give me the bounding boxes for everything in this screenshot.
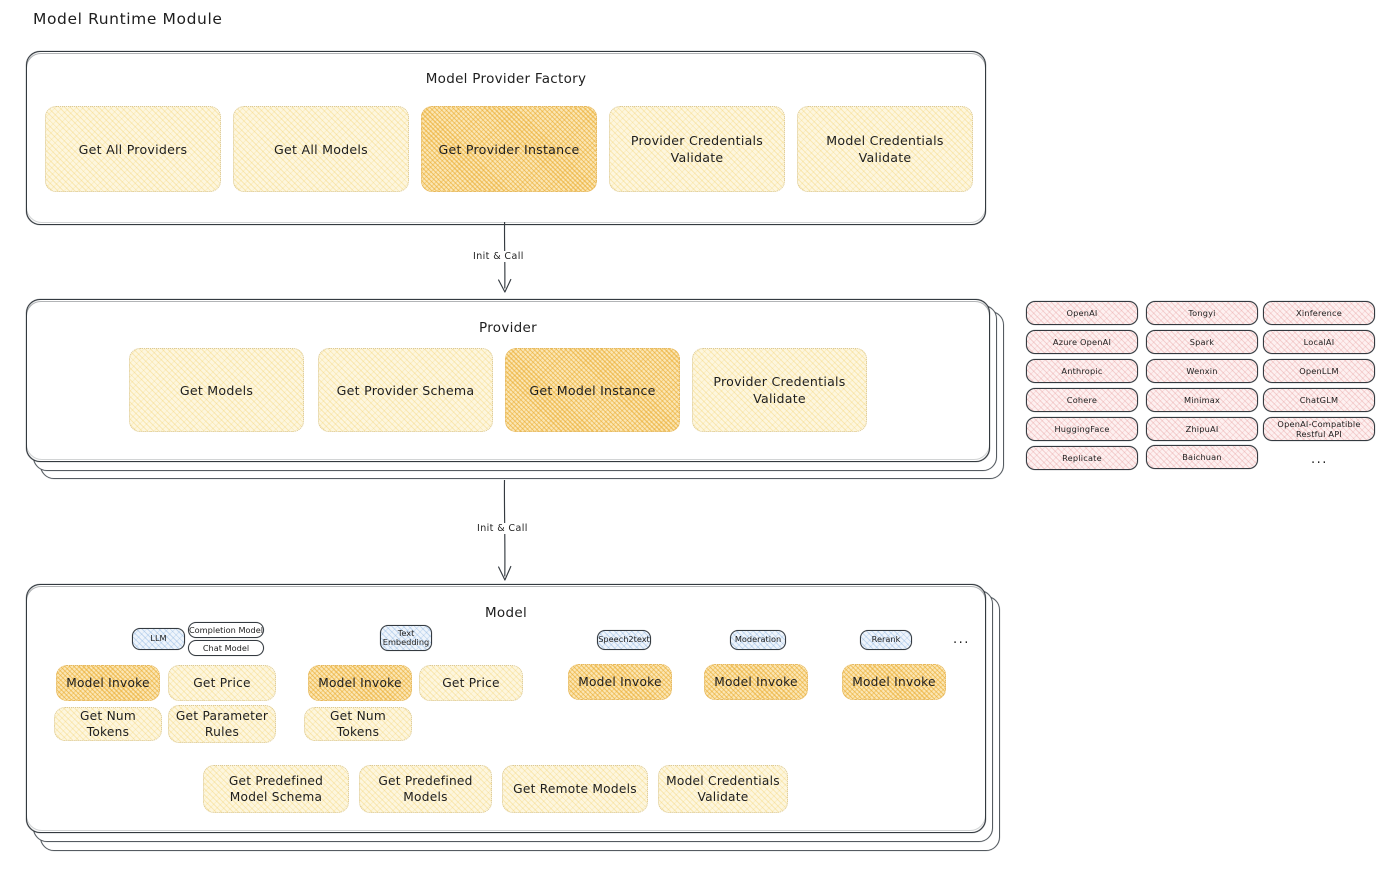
factory-card-provider-credentials-validate[interactable]: Provider Credentials Validate — [609, 106, 785, 192]
model-card-get-predefined-model-schema[interactable]: Get Predefined Model Schema — [203, 765, 349, 813]
model-card-text-embedding-get-price[interactable]: Get Price — [419, 665, 523, 701]
model-card-get-remote-models[interactable]: Get Remote Models — [502, 765, 648, 813]
provider-chip-anthropic[interactable]: Anthropic — [1026, 359, 1138, 383]
provider-chip-replicate[interactable]: Replicate — [1026, 446, 1138, 470]
page-title: Model Runtime Module — [33, 10, 223, 28]
provider-chip-wenxin[interactable]: Wenxin — [1146, 359, 1258, 383]
model-subtype-chip-completion-model[interactable]: Completion Model — [188, 622, 264, 638]
factory-card-model-credentials-validate[interactable]: Model Credentials Validate — [797, 106, 973, 192]
provider-chip-baichuan[interactable]: Baichuan — [1146, 445, 1258, 469]
provider-chip-cohere[interactable]: Cohere — [1026, 388, 1138, 412]
model-card-llm-get-num-tokens[interactable]: Get Num Tokens — [54, 707, 162, 741]
provider-card-get-provider-schema[interactable]: Get Provider Schema — [318, 348, 493, 432]
model-provider-factory-panel: Model Provider Factory Get All Providers… — [25, 50, 987, 225]
provider-panel: Provider Get Models Get Provider Schema … — [25, 298, 991, 462]
provider-chip-openai[interactable]: OpenAI — [1026, 301, 1138, 325]
provider-title: Provider — [479, 320, 537, 336]
model-card-text-embedding-model-invoke[interactable]: Model Invoke — [308, 665, 412, 701]
factory-title: Model Provider Factory — [425, 71, 587, 87]
provider-list-more-ellipsis: ... — [1311, 452, 1328, 467]
provider-chip-azure-openai[interactable]: Azure OpenAI — [1026, 330, 1138, 354]
provider-card-provider-credentials-validate[interactable]: Provider Credentials Validate — [692, 348, 867, 432]
provider-chip-huggingface[interactable]: HuggingFace — [1026, 417, 1138, 441]
model-card-llm-get-parameter-rules[interactable]: Get Parameter Rules — [168, 705, 276, 743]
provider-chip-minimax[interactable]: Minimax — [1146, 388, 1258, 412]
provider-chip-xinference[interactable]: Xinference — [1263, 301, 1375, 325]
model-type-chip-moderation[interactable]: Moderation — [730, 630, 786, 650]
arrow-label-init-and-call-1: Init & Call — [469, 251, 528, 262]
factory-card-get-all-models[interactable]: Get All Models — [233, 106, 409, 192]
provider-chip-tongyi[interactable]: Tongyi — [1146, 301, 1258, 325]
model-type-chip-text-embedding[interactable]: Text Embedding — [380, 625, 432, 651]
model-card-moderation-model-invoke[interactable]: Model Invoke — [704, 664, 808, 700]
model-type-chip-rerank[interactable]: Rerank — [860, 630, 912, 650]
model-type-chip-speech2text[interactable]: Speech2text — [597, 630, 651, 650]
provider-chip-openllm[interactable]: OpenLLM — [1263, 359, 1375, 383]
model-card-llm-get-price[interactable]: Get Price — [168, 665, 276, 701]
arrow-provider-to-model — [498, 480, 512, 581]
provider-chip-zhipuai[interactable]: ZhipuAI — [1146, 417, 1258, 441]
model-card-text-embedding-get-num-tokens[interactable]: Get Num Tokens — [304, 707, 412, 741]
provider-chip-chatglm[interactable]: ChatGLM — [1263, 388, 1375, 412]
factory-card-get-provider-instance[interactable]: Get Provider Instance — [421, 106, 597, 192]
model-card-speech2text-model-invoke[interactable]: Model Invoke — [568, 664, 672, 700]
model-panel: Model LLM Completion Model Chat Model Mo… — [25, 583, 987, 833]
arrow-label-init-and-call-2: Init & Call — [473, 523, 532, 534]
provider-card-get-model-instance[interactable]: Get Model Instance — [505, 348, 680, 432]
model-card-rerank-model-invoke[interactable]: Model Invoke — [842, 664, 946, 700]
model-title: Model — [484, 605, 528, 621]
provider-chip-spark[interactable]: Spark — [1146, 330, 1258, 354]
factory-card-get-all-providers[interactable]: Get All Providers — [45, 106, 221, 192]
model-type-chip-llm[interactable]: LLM — [132, 628, 185, 650]
model-card-get-predefined-models[interactable]: Get Predefined Models — [359, 765, 492, 813]
provider-chip-openai-compatible-restful-api[interactable]: OpenAI-Compatible Restful API — [1263, 417, 1375, 441]
provider-card-get-models[interactable]: Get Models — [129, 348, 304, 432]
model-subtype-chip-chat-model[interactable]: Chat Model — [188, 640, 264, 656]
model-card-model-credentials-validate[interactable]: Model Credentials Validate — [658, 765, 788, 813]
model-groups-more-ellipsis: ... — [953, 632, 970, 647]
model-card-llm-model-invoke[interactable]: Model Invoke — [56, 665, 160, 701]
provider-chip-localai[interactable]: LocalAI — [1263, 330, 1375, 354]
